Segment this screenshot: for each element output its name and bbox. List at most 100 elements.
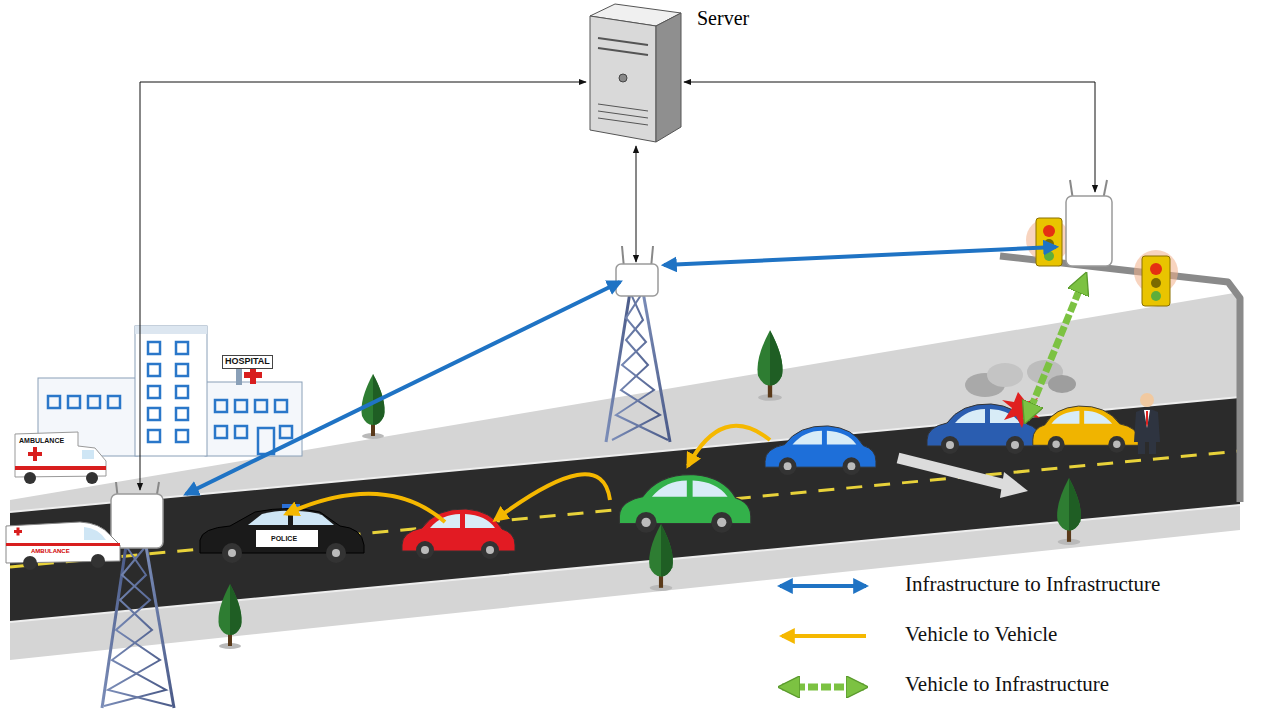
legend-samples-part: [782, 634, 866, 638]
ambulance-label-text: AMBULANCE: [31, 548, 70, 555]
parked-ambulance-part: [33, 447, 37, 461]
bystander-part: [1138, 442, 1145, 454]
cars-part: [765, 426, 876, 475]
police-label-text: POLICE: [271, 535, 297, 543]
server-icon-part: [598, 38, 648, 45]
crash-scene-part-part: [1033, 406, 1138, 453]
lattice-tower: [102, 546, 174, 708]
traffic-light-pole-part: [1044, 251, 1054, 261]
road-side-unit: [616, 246, 658, 296]
traffic-light-pole-part: [1043, 225, 1055, 237]
traffic-light-pole-part: [1142, 256, 1170, 306]
hospital-building-part-part: [255, 400, 267, 412]
bystander-part: [1149, 442, 1156, 454]
bystander-part: [1144, 410, 1150, 428]
hospital-building-part-part: [215, 400, 227, 412]
hospital-sign: HOSPITAL: [222, 355, 273, 369]
server-icon-part: [598, 104, 648, 111]
ambulance-label: AMBULANCE: [18, 437, 65, 445]
bystander: [1134, 393, 1160, 454]
lattice-tower-part: [612, 292, 660, 440]
hospital-building-part-part: [68, 396, 80, 408]
road-side-unit: [111, 482, 163, 548]
hospital-building-part-part: [176, 386, 188, 398]
server-icon-part: [619, 74, 627, 82]
road-scene-part: [10, 505, 1240, 660]
i2i-arrow-part: [186, 282, 620, 494]
road-ambulance-part: [23, 556, 37, 570]
traffic-light-pole-part: [1036, 218, 1062, 266]
hospital-building-part-part: [148, 364, 160, 376]
road-scene-part: [10, 451, 1240, 567]
road-ambulance-part: [91, 554, 105, 568]
hospital-building-part-part: [48, 396, 60, 408]
server-link-part: [636, 146, 637, 262]
ambulance-label: AMBULANCE: [30, 548, 71, 555]
bystander-part: [1134, 409, 1160, 442]
police-label: POLICE: [270, 535, 298, 543]
server-label-text: Server: [697, 7, 749, 29]
hospital-building-part: [135, 326, 207, 334]
legend-label: Infrastructure to Infrastructure: [905, 573, 1160, 596]
road-side-unit: [1066, 180, 1112, 266]
hospital-sign-text: HOSPITAL: [225, 357, 270, 367]
hospital-building-part-part: [148, 342, 160, 354]
hospital-building-part-part: [148, 408, 160, 420]
server-icon: [590, 4, 681, 142]
parked-ambulance-part: [15, 432, 106, 477]
road-ambulance: [6, 522, 120, 570]
road-ambulance-part: [6, 543, 120, 546]
v2i-arrow: [1026, 276, 1085, 420]
police-car-part: [228, 549, 236, 557]
i2i-arrow: [186, 247, 1056, 494]
crash-scene-part: [1048, 375, 1076, 393]
legend-label: Vehicle to Infrastructure: [905, 673, 1109, 696]
lattice-tower-part: [616, 292, 668, 440]
direction-arrow: [898, 458, 1028, 498]
v2v-arrow-part: [286, 494, 445, 522]
police-car-part: [222, 543, 242, 563]
traffic-light-pole-part: [1151, 278, 1161, 288]
lattice-tower-part: [104, 546, 166, 706]
server-icon-part: [590, 16, 656, 142]
server-icon-part: [656, 13, 681, 142]
hospital-building-part-part: [280, 426, 292, 438]
legend-samples-part: [782, 684, 864, 691]
hospital-building-part-part: [215, 426, 227, 438]
parked-ambulance-part: [15, 466, 106, 470]
legend-samples: [780, 586, 866, 687]
server-label: Server: [697, 7, 749, 29]
direction-arrow-part: [1000, 472, 1028, 498]
traffic-light-pole-part: [1000, 256, 1240, 502]
lattice-tower-part: [102, 546, 126, 708]
traffic-light-pole-part: [1150, 263, 1162, 275]
traffic-light-pole: [1000, 218, 1240, 502]
road-side-unit-part: [111, 494, 163, 548]
hospital-building-part: [135, 326, 207, 456]
road-ambulance-part: [84, 527, 106, 540]
hospital-building-part-part: [176, 430, 188, 442]
hospital-building-part-part: [235, 400, 247, 412]
hospital-building-part-part: [88, 396, 100, 408]
server-link-part: [684, 82, 1095, 192]
v2v-arrow-part: [495, 474, 610, 520]
v2i-arrow-part: [1026, 276, 1085, 420]
server-icon-part: [598, 118, 648, 125]
police-car: [200, 504, 364, 563]
crash-scene-part: [1033, 406, 1138, 453]
hospital-building-part-part: [275, 400, 287, 412]
cars-part: [619, 475, 750, 533]
server-icon-part: [598, 111, 648, 118]
hospital-building-part-part: [176, 408, 188, 420]
server-icon-part: [598, 48, 648, 55]
police-car-part: [256, 530, 318, 547]
ambulance-label-text: AMBULANCE: [19, 437, 64, 445]
road-ambulance-part: [17, 528, 20, 536]
police-car-part: [293, 511, 334, 525]
bystander-part: [1140, 393, 1154, 407]
legend-label: Vehicle to Vehicle: [905, 623, 1057, 646]
hospital-building-part-part: [176, 342, 188, 354]
bystander-part: [1146, 411, 1148, 427]
i2i-arrow-part: [664, 247, 1056, 265]
